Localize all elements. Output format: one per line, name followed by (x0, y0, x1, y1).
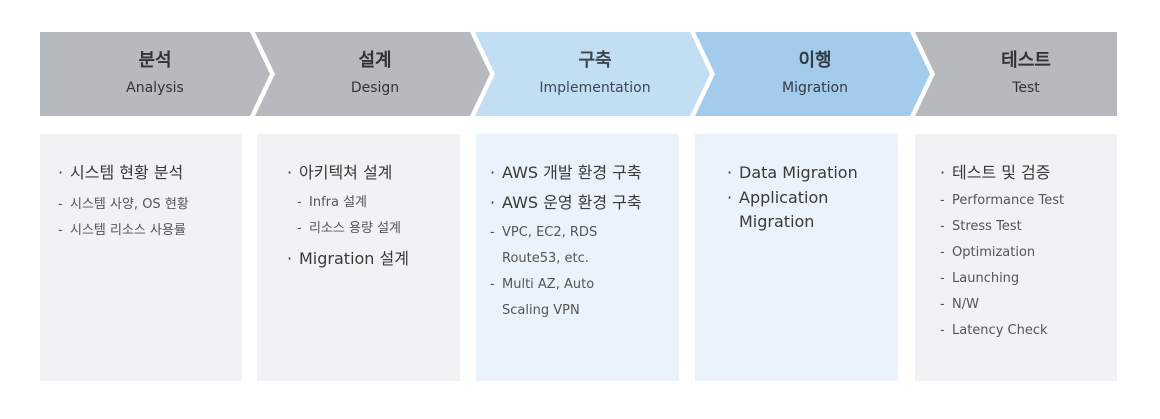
dash-icon: - (297, 221, 302, 236)
bullet-item: · AWS 개발 환경 구축 (490, 160, 679, 186)
sub-item: -시스템 사양, OS 현황 (58, 192, 242, 218)
bullet-dot-icon: · (727, 188, 733, 207)
sub-text: Performance Test (952, 193, 1065, 208)
sub-text: Launching (952, 271, 1020, 286)
bullet-dot-icon: · (727, 163, 733, 182)
sub-item: -Multi AZ, Auto (490, 272, 679, 298)
chevron-migration (695, 32, 930, 116)
detail-box-design: · 아키텍쳐 설계 -Infra 설계 -리소스 용량 설계 · Migration… (257, 134, 460, 381)
dash-icon: - (58, 223, 63, 238)
step-title-implementation: 구축 (578, 50, 612, 71)
sub-item: -Optimization (940, 240, 1117, 266)
sub-text: 리소스 용량 설계 (309, 221, 401, 236)
chevron-analysis (40, 32, 270, 116)
bullet-item: · Migration 설계 (287, 246, 460, 272)
step-title-migration: 이행 (798, 50, 832, 71)
bullet-dot-icon: · (490, 193, 496, 212)
sub-text: Optimization (952, 245, 1036, 260)
bullet-dot-icon: · (287, 249, 293, 268)
sub-item: Scaling VPN (490, 298, 679, 324)
step-subtitle-design: Design (350, 80, 400, 96)
step-subtitle-test: Test (1012, 80, 1040, 96)
step-subtitle-migration: Migration (781, 80, 848, 96)
dash-icon: - (490, 225, 495, 240)
sub-text: Scaling VPN (502, 303, 580, 318)
dash-icon: - (58, 197, 63, 212)
sub-item: -Performance Test (940, 188, 1117, 214)
chevron-design (255, 32, 490, 116)
sub-text: N/W (952, 297, 979, 312)
detail-box-implementation: ·AWS 개발 환경 구축 ·AWS 운영 환경 구축 -VPC, EC2, R… (476, 134, 679, 381)
sub-text: Latency Check (952, 323, 1048, 338)
sub-text: VPC, EC2, RDS (502, 225, 598, 240)
bullet-text: AWS 개발 환경 구축 (502, 163, 642, 182)
step-title-test: 테스트 (1001, 50, 1051, 71)
sub-text: Infra 설계 (309, 195, 368, 210)
sub-text: 시스템 사양, OS 현황 (70, 197, 189, 212)
step-subtitle-analysis: Analysis (126, 80, 184, 96)
bullet-text: AWS 운영 환경 구축 (502, 193, 642, 212)
sub-item: -VPC, EC2, RDS (490, 220, 679, 246)
sub-text: 시스템 리소스 사용률 (70, 223, 186, 238)
bullet-text: 아키텍쳐 설계 (299, 163, 393, 182)
bullet-text: Migration 설계 (299, 249, 409, 268)
bullet-text: Application Migration (739, 188, 829, 231)
step-subtitle-implementation: Implementation (539, 80, 651, 96)
dash-icon: - (490, 277, 495, 292)
sub-text: Route53, etc. (502, 251, 589, 266)
dash-icon: - (940, 323, 945, 338)
dash-icon: - (940, 271, 945, 286)
bullet-dot-icon: · (58, 163, 64, 182)
sub-text: Multi AZ, Auto (502, 277, 595, 292)
sub-item: -시스템 리소스 사용률 (58, 218, 242, 244)
sub-item: Route53, etc. (490, 246, 679, 272)
bullet-text: Data Migration (739, 163, 858, 182)
bullet-text: 시스템 현황 분석 (70, 163, 184, 182)
dash-icon: - (940, 297, 945, 312)
bullet-item: · AWS 운영 환경 구축 (490, 190, 679, 216)
sub-text: Stress Test (952, 219, 1022, 234)
dash-icon: - (940, 219, 945, 234)
sub-item: -N/W (940, 292, 1117, 318)
detail-box-test: ·테스트 및 검증 -Performance Test -Stress Test… (915, 134, 1117, 381)
detail-box-migration: · Data Migration · Application Migration (695, 134, 898, 381)
bullet-item: · 아키텍쳐 설계 (287, 160, 460, 186)
sub-item: -리소스 용량 설계 (297, 216, 460, 242)
chevron-implementation (475, 32, 710, 116)
bullet-dot-icon: · (490, 163, 496, 182)
chevron-test (915, 32, 1117, 116)
step-title-analysis: 분석 (138, 50, 172, 71)
bullet-dot-icon: · (940, 163, 946, 182)
bullet-item: · Application Migration (727, 186, 898, 234)
bullet-dot-icon: · (287, 163, 293, 182)
sub-item: -Latency Check (940, 318, 1117, 344)
bullet-text: 테스트 및 검증 (952, 163, 1051, 182)
bullet-item: · 테스트 및 검증 (940, 160, 1117, 186)
sub-item: -Infra 설계 (297, 190, 460, 216)
detail-box-analysis: · 시스템 현황 분석 -시스템 사양, OS 현황 -시스템 리소스 사용률 (40, 134, 242, 381)
bullet-item: · 시스템 현황 분석 (58, 160, 242, 186)
dash-icon: - (297, 195, 302, 210)
sub-item: -Launching (940, 266, 1117, 292)
bullet-item: · Data Migration (727, 160, 898, 186)
dash-icon: - (940, 193, 945, 208)
sub-item: -Stress Test (940, 214, 1117, 240)
step-title-design: 설계 (358, 50, 392, 71)
dash-icon: - (940, 245, 945, 260)
